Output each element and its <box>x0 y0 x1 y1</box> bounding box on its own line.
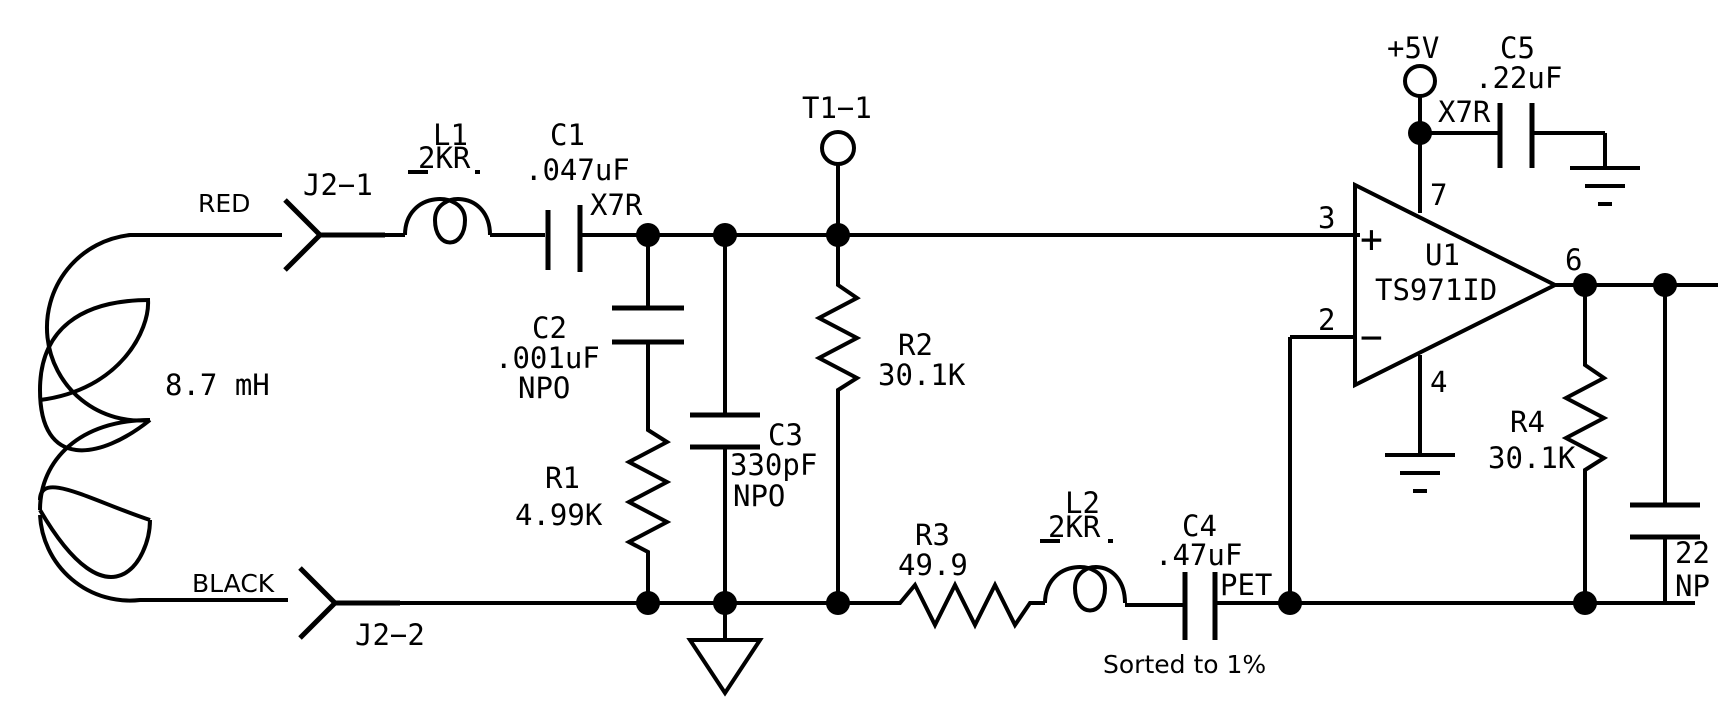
resistor-r2 <box>814 235 862 603</box>
capacitor-c5 <box>1420 103 1607 168</box>
c4-note: Sorted to 1% <box>1103 650 1266 679</box>
r1-value: 4.99K <box>515 498 603 532</box>
c1-dielectric: X7R <box>590 188 643 222</box>
right-cap-value: 22 <box>1675 536 1710 570</box>
pickup-coil <box>38 233 155 603</box>
r3-ref: R3 <box>915 518 950 552</box>
r2-ref: R2 <box>898 328 933 362</box>
c5-dielectric: X7R <box>1438 95 1491 129</box>
resistor-r4 <box>1561 285 1609 603</box>
c3-value: 330pF <box>730 448 817 482</box>
pin-4-label: 4 <box>1430 365 1447 399</box>
resistor-r1 <box>624 418 672 603</box>
l2-ref: L2 <box>1065 486 1100 520</box>
c3-dielectric: NPO <box>733 479 785 513</box>
u1-part: TS971ID <box>1375 273 1497 307</box>
c5-ref: C5 <box>1500 31 1535 65</box>
connector-j2-1 <box>283 198 385 272</box>
opamp-u1 <box>1353 181 1560 389</box>
junction-dot <box>826 591 850 615</box>
c4-value: .47uF <box>1155 538 1242 572</box>
junction-dot <box>636 591 660 615</box>
capacitor-c1 <box>545 205 583 272</box>
u1-ref: U1 <box>1425 238 1460 272</box>
inductor-l1 <box>385 197 545 245</box>
ground-symbol <box>1570 166 1640 206</box>
right-cap-dielectric: NP <box>1675 569 1710 603</box>
capacitor-c3 <box>690 235 760 603</box>
red-wire-label: RED <box>198 189 250 218</box>
r4-value: 30.1K <box>1488 441 1576 475</box>
capacitor-c2 <box>612 235 684 418</box>
junction-dot <box>1573 591 1597 615</box>
l1-ref: L1 <box>433 118 468 152</box>
l2-value: 2KR <box>1048 510 1101 544</box>
opamp-minus-sign: − <box>1360 315 1383 359</box>
connector-j2-2 <box>298 566 400 640</box>
coil-inductance-label: 8.7 mH <box>165 368 270 402</box>
supply-label: +5V <box>1387 31 1439 65</box>
l1-value: 2KR <box>418 141 471 175</box>
c4-dielectric: PET <box>1220 568 1272 602</box>
opamp-plus-sign: + <box>1360 217 1383 261</box>
c4-ref: C4 <box>1182 509 1217 543</box>
pin-6-label: 6 <box>1565 243 1582 277</box>
ground-symbol <box>1385 453 1455 493</box>
c1-ref: C1 <box>550 118 585 152</box>
c1-value: .047uF <box>525 153 630 187</box>
c2-value: .001uF <box>495 341 600 375</box>
r1-ref: R1 <box>545 461 580 495</box>
pin-7-label: 7 <box>1430 178 1447 212</box>
test-point-t1-1 <box>820 130 856 166</box>
capacitor-right <box>1630 285 1700 603</box>
test-point-label: T1−1 <box>802 91 872 125</box>
connector-j2-2-label: J2−2 <box>355 618 425 652</box>
ground-symbol <box>686 603 764 697</box>
supply-terminal <box>1403 64 1437 98</box>
pin-2-label: 2 <box>1318 303 1335 337</box>
connector-j2-1-label: J2−1 <box>303 168 373 202</box>
c2-dielectric: NPO <box>518 371 570 405</box>
r3-value: 49.9 <box>898 548 968 582</box>
inductor-l2 <box>1043 565 1185 613</box>
r2-value: 30.1K <box>878 358 966 392</box>
c3-ref: C3 <box>768 418 803 452</box>
black-wire-label: BLACK <box>192 569 275 598</box>
c5-value: .22uF <box>1475 61 1562 95</box>
resistor-r3 <box>880 580 1045 630</box>
r4-ref: R4 <box>1510 405 1545 439</box>
pin-3-label: 3 <box>1318 201 1335 235</box>
c2-ref: C2 <box>532 311 567 345</box>
capacitor-c4 <box>1182 572 1290 640</box>
